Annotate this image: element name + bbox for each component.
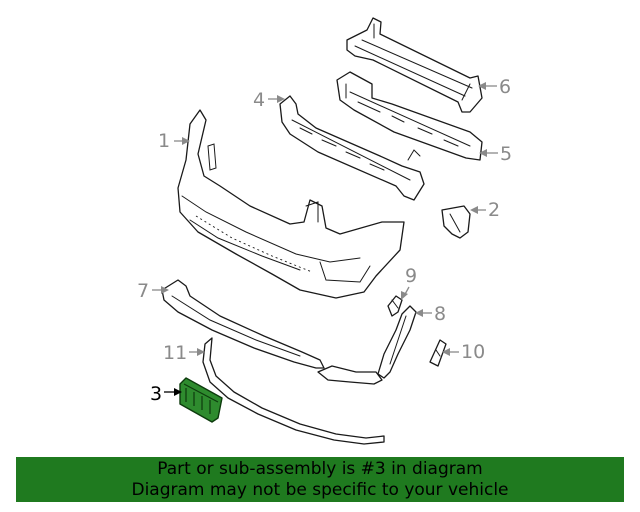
svg-text:5: 5 [500,143,512,165]
part-4-bumper-bracket[interactable] [279,95,425,201]
callout-2: 2 [470,199,500,221]
svg-text:11: 11 [163,342,187,364]
callout-7: 7 [137,280,169,302]
part-9-clip[interactable] [387,295,403,317]
svg-text:3: 3 [150,383,162,405]
part-10-clip[interactable] [429,339,447,367]
part-5-energy-absorber[interactable] [336,71,483,161]
notice-banner: Part or sub-assembly is #3 in diagram Di… [16,457,624,502]
svg-text:4: 4 [253,89,265,111]
part-8-garnish[interactable] [377,305,417,379]
svg-text:1: 1 [158,130,170,152]
callout-8: 8 [415,303,446,325]
part-1-bumper-cover[interactable] [177,109,405,299]
part-3-highlighted[interactable] [179,377,223,423]
callout-6: 6 [478,76,511,98]
svg-text:6: 6 [499,76,511,98]
part-11-trim-strip[interactable] [202,337,385,445]
svg-text:10: 10 [461,341,485,363]
callout-10: 10 [442,341,485,363]
svg-text:8: 8 [434,303,446,325]
banner-line-1: Part or sub-assembly is #3 in diagram [157,459,483,479]
callout-4: 4 [253,89,285,111]
callout-5: 5 [479,143,512,165]
part-6-reinforcement-beam[interactable] [346,17,483,113]
callout-3: 3 [150,383,182,405]
callout-1: 1 [158,130,190,152]
callout-9: 9 [401,265,417,300]
svg-text:9: 9 [405,265,417,287]
part-7-lower-spoiler[interactable] [161,279,383,385]
part-2-side-bracket[interactable] [441,205,471,239]
svg-text:7: 7 [137,280,149,302]
callout-11: 11 [163,342,205,364]
banner-line-2: Diagram may not be specific to your vehi… [131,480,509,500]
svg-text:2: 2 [488,199,500,221]
parts-diagram: 1 2 3 4 5 6 7 8 [137,17,512,445]
